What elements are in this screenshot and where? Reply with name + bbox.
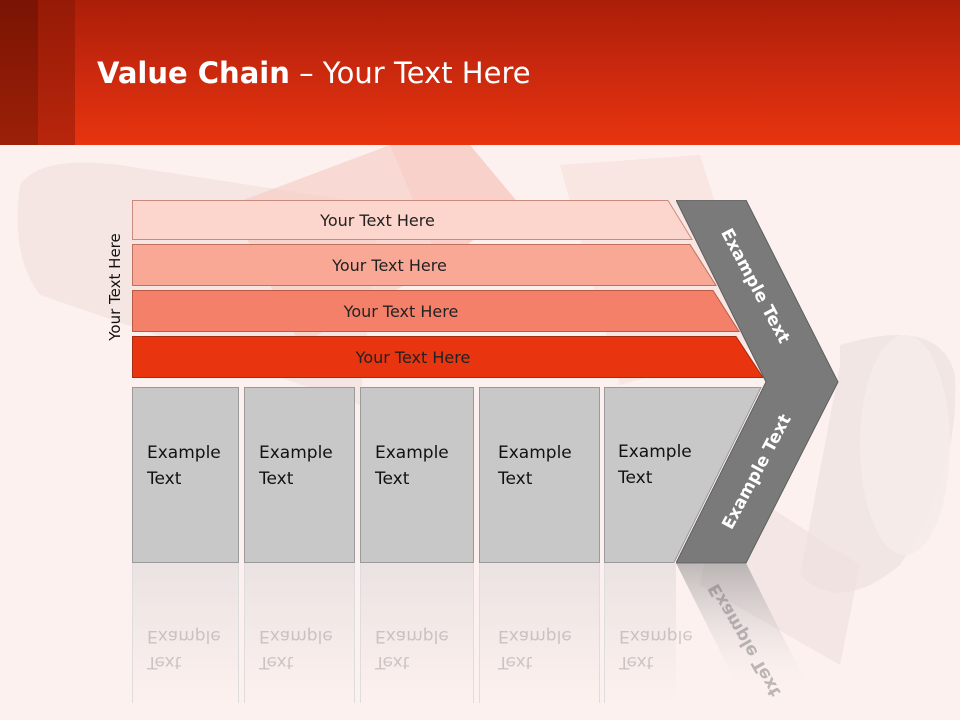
bar-2-label: Your Text Here — [332, 255, 447, 275]
slide-title-rest: – Your Text Here — [289, 56, 531, 90]
header-accent-band — [38, 0, 75, 145]
bar-3-fill — [132, 290, 740, 332]
bar-4: Your Text Here — [132, 336, 764, 378]
cell-1-line2: Text — [147, 469, 182, 489]
chevron-shape — [676, 200, 839, 564]
bar-2: Your Text Here — [132, 244, 717, 286]
cell-2-line1: Example — [259, 443, 333, 463]
bar-1: Your Text Here — [132, 200, 693, 240]
cell-5-line2: Text — [618, 468, 653, 488]
bar-4-shape — [132, 336, 764, 378]
bar-4-fill — [132, 336, 764, 378]
cell-4-line1: Example — [498, 443, 572, 463]
bar-1-fill — [132, 200, 693, 240]
cell-5-shape — [604, 387, 762, 563]
slide-title-bold: Value Chain — [97, 56, 290, 90]
bar-2-fill — [132, 244, 717, 286]
side-label: Your Text Here — [106, 233, 124, 341]
slide-header: Value Chain – Your Text Here — [0, 0, 960, 145]
cell-5-fill — [604, 387, 762, 563]
bar-1-label: Your Text Here — [320, 210, 435, 230]
chevron-fill — [676, 200, 839, 564]
bar-3: Your Text Here — [132, 290, 740, 332]
bar-3-label: Your Text Here — [343, 301, 459, 321]
cell-4-line2: Text — [498, 469, 533, 489]
bar-1-shape — [132, 200, 693, 240]
cell-3-line2: Text — [375, 469, 410, 489]
cell-5-line1: Example — [618, 442, 692, 462]
bar-4-label: Your Text Here — [355, 347, 471, 367]
slide-title: Value Chain – Your Text Here — [97, 56, 531, 90]
header-accent-band — [0, 0, 38, 145]
cell-3-line1: Example — [375, 443, 449, 463]
cell-1-line1: Example — [147, 443, 221, 463]
cell-2-line2: Text — [259, 469, 294, 489]
bar-2-shape — [132, 244, 717, 286]
bar-3-shape — [132, 290, 740, 332]
